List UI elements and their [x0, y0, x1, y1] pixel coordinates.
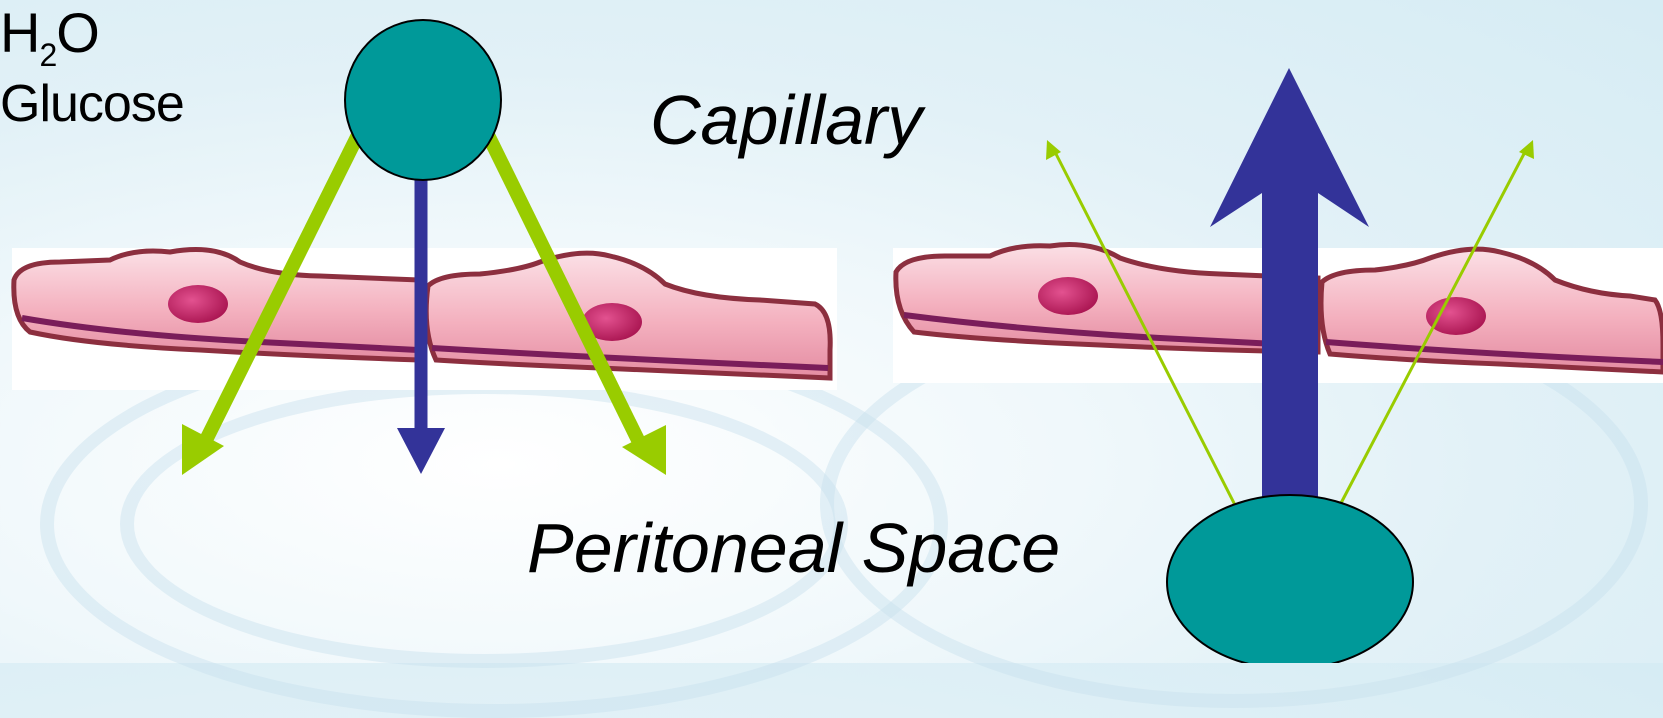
nucleus — [168, 285, 228, 323]
glucose-molecule — [1167, 495, 1413, 663]
capillary-label: Capillary — [650, 80, 922, 160]
h2o-molecule — [345, 20, 501, 180]
nucleus — [1426, 297, 1486, 335]
nucleus — [1038, 277, 1098, 315]
peritoneal-space-label: Peritoneal Space — [527, 508, 1060, 588]
